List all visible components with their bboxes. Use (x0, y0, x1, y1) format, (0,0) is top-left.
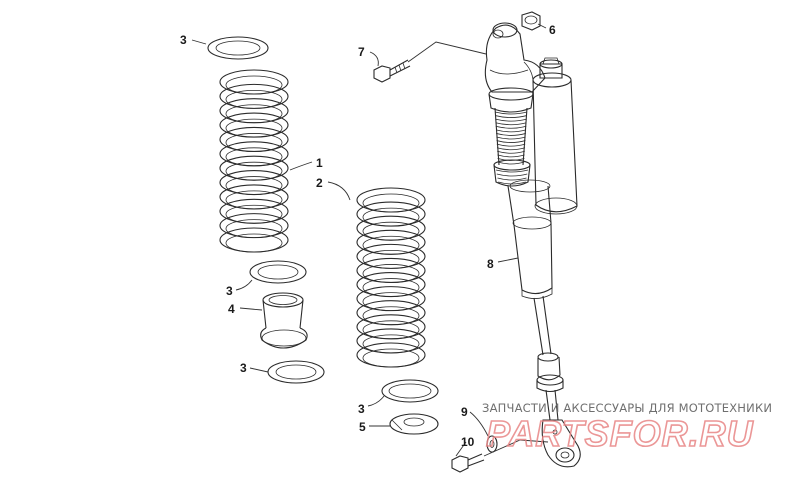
ring-threads (495, 169, 529, 185)
spring-adapter (260, 292, 308, 349)
spring-coil (219, 227, 289, 253)
spring-coil-inner (362, 221, 420, 241)
spring-coil (356, 342, 426, 368)
nut (521, 11, 541, 31)
thread-line (495, 118, 527, 122)
spring-coil-inner (362, 235, 420, 255)
spring-coil-inner (362, 348, 420, 368)
thread-line (496, 140, 526, 143)
spring-coil-inner (225, 133, 283, 152)
spring-coil-inner (225, 104, 283, 124)
body-threads (494, 111, 528, 165)
callout-10: 10 (461, 435, 475, 449)
spring-coil-inner (362, 207, 420, 227)
thread-line (495, 122, 527, 126)
shock-absorber (484, 22, 581, 468)
lower-bolt-axis (483, 439, 549, 457)
thread-line (496, 133, 526, 136)
washer-middle (249, 260, 307, 284)
spring-coil-inner (362, 264, 420, 283)
spring-coil-inner (225, 161, 283, 181)
spring-coil-inner (362, 278, 420, 297)
callout-3-middle: 3 (226, 284, 233, 298)
spring-coil-inner (225, 233, 283, 253)
spring-coil-inner (225, 89, 283, 109)
spring-coil-inner (225, 176, 283, 195)
callout-8: 8 (487, 257, 494, 271)
thread-line (497, 161, 525, 165)
callout-6: 6 (549, 23, 556, 37)
spring-coil-inner (362, 292, 420, 312)
callout-2: 2 (316, 176, 323, 190)
callout-9: 9 (461, 405, 468, 419)
spring-retainer (389, 413, 439, 435)
thread-line (494, 111, 528, 115)
thread-line (496, 147, 526, 151)
callout-7: 7 (358, 45, 365, 59)
watermark-tagline: ЗАПЧАСТИ И АКСЕССУАРЫ ДЛЯ МОТОТЕХНИКИ (482, 401, 772, 415)
thread-line (495, 125, 527, 129)
watermark-logo: PARTSFOR.RU (486, 413, 754, 454)
bolt-axis-line (407, 41, 487, 63)
spring-upper (219, 69, 289, 253)
spring-coil-inner (225, 190, 283, 210)
spring-coil-inner (225, 118, 283, 138)
callout-1: 1 (316, 156, 323, 170)
thread-line (495, 129, 527, 133)
callout-4: 4 (228, 302, 235, 316)
spring-lower (356, 187, 426, 368)
spring-coil-inner (225, 147, 283, 167)
washer-top (207, 36, 269, 60)
thread-line (497, 177, 527, 181)
thread-line (497, 150, 525, 154)
washer-lower-right (381, 379, 439, 403)
spring-coil-inner (225, 204, 283, 224)
leader-lines (191, 23, 547, 457)
spring-coil-inner (362, 320, 420, 340)
bolt-upper (373, 59, 411, 83)
thread-line (496, 136, 526, 140)
spring-coil-inner (225, 219, 283, 239)
spring-coil-inner (362, 334, 420, 354)
bolt-lower (451, 453, 485, 473)
callout-3-lower: 3 (240, 361, 247, 375)
thread-line (496, 143, 526, 147)
thread-line (498, 181, 526, 185)
washer-lower-left (267, 360, 325, 384)
callout-5: 5 (359, 420, 366, 434)
thread-line (495, 169, 529, 173)
thread-line (496, 173, 528, 177)
spring-coil-inner (225, 75, 283, 95)
spring-coil-inner (362, 306, 420, 326)
callout-3-top: 3 (180, 33, 187, 47)
spring-coil-inner (362, 193, 420, 213)
thread-line (497, 154, 525, 158)
callout-3-bottom: 3 (358, 402, 365, 416)
thread-line (495, 115, 527, 118)
spring-coil-inner (362, 249, 420, 269)
